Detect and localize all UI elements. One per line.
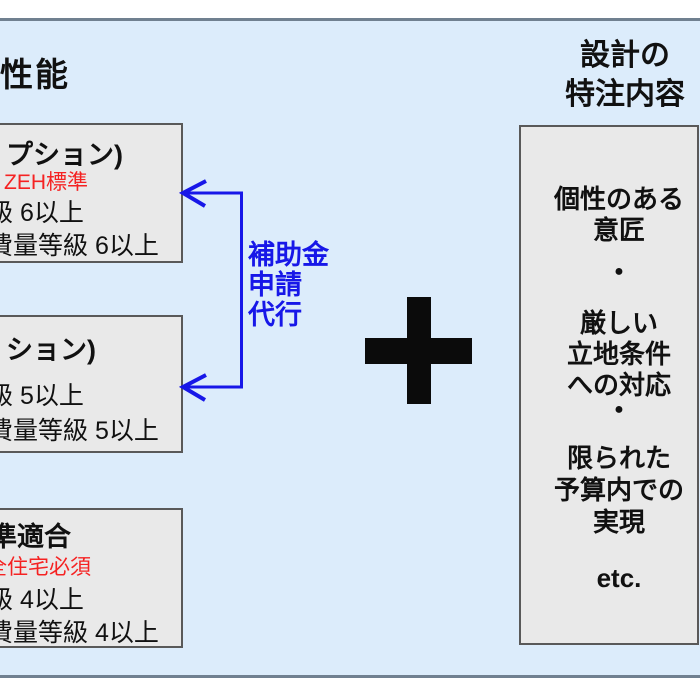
custom-item: への対応 [566,370,671,400]
box-title-partial: 準適合 [0,522,71,552]
performance-heading-partial: 性能 [0,56,70,93]
custom-item: 厳しい [579,308,658,338]
all-houses-required-note: 全住宅必須 [0,556,91,579]
design-custom-content-box: 個性のある 意匠 ● 厳しい 立地条件 への対応 ● 限られた 予算内での 実現… [519,125,699,645]
design-custom-heading: 設計の 特注内容 [520,36,700,114]
subsidy-label-line2: 申請 [248,270,302,300]
box-title-partial: プション) [6,140,123,170]
box-title-partial: ション) [6,335,96,365]
zeh-standard-note: ZEH標準 [4,171,88,194]
design-custom-heading-line2: 特注内容 [565,78,685,111]
energy-grade-line: 費量等級 5以上 [0,417,159,445]
custom-item: 個性のある [553,184,684,214]
bullet-separator-icon: ● [614,401,624,418]
subsidy-label-line1: 補助金 [248,240,329,270]
custom-item: etc. [596,563,642,593]
insulation-grade-line: 級 5以上 [0,382,84,410]
custom-item: 意匠 [592,215,645,245]
energy-grade-line: 費量等級 4以上 [0,619,159,647]
custom-item: 予算内での [553,475,684,505]
bullet-separator-icon: ● [614,263,624,280]
subsidy-label-line3: 代行 [248,300,302,330]
plus-icon [407,297,431,404]
insulation-grade-line: 級 4以上 [0,586,84,614]
standard-compliance-grade4-box: 準適合 全住宅必須 級 4以上 費量等級 4以上 [0,508,183,648]
custom-item: 実現 [592,507,645,537]
design-custom-heading-line1: 設計の [580,39,670,72]
zeh-option-grade6-box: プション) ZEH標準 級 6以上 費量等級 6以上 [0,123,183,263]
custom-item: 立地条件 [566,339,671,369]
subsidy-application-label: 補助金 申請 代行 [248,240,329,330]
energy-grade-line: 費量等級 6以上 [0,232,159,260]
insulation-grade-line: 級 6以上 [0,199,84,227]
custom-item: 限られた [566,443,671,473]
option-grade5-box: ション) 級 5以上 費量等級 5以上 [0,315,183,453]
